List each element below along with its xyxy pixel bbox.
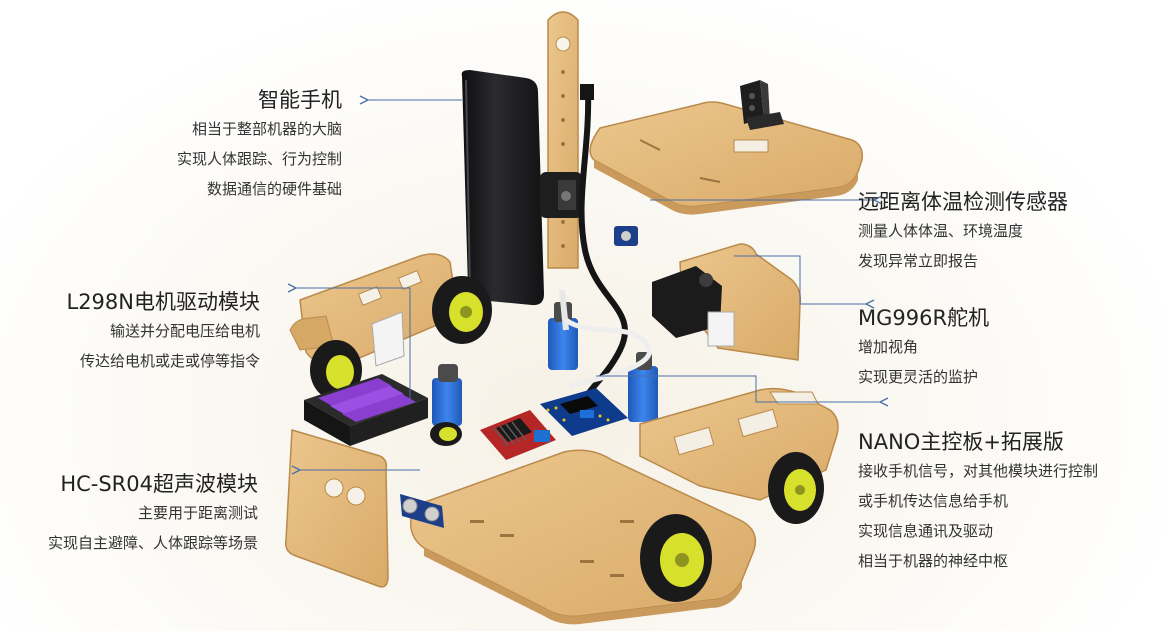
phone-mount-plank — [547, 11, 579, 269]
callout-phone-line-2: 实现人体跟踪、行为控制 — [176, 150, 342, 168]
top-plate — [589, 101, 864, 215]
callout-temp-sensor-line-1: 测量人体体温、环境温度 — [858, 222, 1024, 240]
callout-temp-sensor: 远距离体温检测传感器 测量人体体温、环境温度 发现异常立即报告 — [858, 188, 1068, 276]
callout-ultrasonic-line-1: 主要用于距离测试 — [137, 504, 258, 522]
callout-l298n-line-1: 输送并分配电压给电机 — [109, 322, 260, 340]
callout-servo-title: MG996R舵机 — [858, 306, 990, 330]
callout-ultrasonic-title: HC-SR04超声波模块 — [60, 472, 258, 496]
callout-temp-sensor-line-2: 发现异常立即报告 — [858, 252, 979, 270]
callout-phone-line-1: 相当于整部机器的大脑 — [191, 120, 342, 138]
callout-nano-title: NANO主控板+拓展版 — [858, 430, 1064, 454]
temperature-sensor-module — [614, 226, 638, 246]
center-motor-upper — [548, 289, 578, 370]
hc-sr04-sensor — [400, 494, 444, 528]
callout-ultrasonic-line-2: 实现自主避障、人体跟踪等场景 — [47, 534, 258, 552]
callout-ultrasonic: HC-SR04超声波模块 主要用于距离测试 实现自主避障、人体跟踪等场景 — [6, 470, 258, 558]
callout-phone: 智能手机 相当于整部机器的大脑 实现人体跟踪、行为控制 数据通信的硬件基础 — [130, 86, 342, 204]
callout-nano: NANO主控板+拓展版 接收手机信号，对其他模块进行控制 或手机传达信息给手机 … — [858, 428, 1098, 576]
temperature-sensor-bracket — [740, 80, 784, 130]
callout-phone-line-3: 数据通信的硬件基础 — [206, 180, 342, 198]
callout-servo-line-1: 增加视角 — [858, 338, 919, 356]
arrow-servo — [734, 255, 866, 304]
left-motor — [430, 364, 462, 446]
usb-cable — [564, 317, 652, 389]
left-side-plate — [371, 311, 405, 367]
callout-nano-line-1: 接收手机信号，对其他模块进行控制 — [858, 462, 1099, 480]
callout-servo: MG996R舵机 增加视角 实现更灵活的监护 — [858, 304, 989, 392]
front-plate — [284, 429, 389, 588]
callout-servo-line-2: 实现更灵活的监护 — [858, 368, 979, 386]
callout-phone-title: 智能手机 — [258, 88, 342, 112]
smartphone — [461, 70, 544, 306]
callout-arrows — [296, 100, 880, 470]
mg996r-servo — [652, 266, 735, 347]
right-front-wheel — [640, 514, 712, 602]
left-rear-wheel — [432, 276, 492, 344]
arrow-nano — [596, 375, 880, 402]
callout-nano-line-3: 实现信息通讯及驱动 — [858, 522, 994, 540]
right-rear-wheel — [768, 452, 824, 524]
l298n-module — [480, 410, 556, 460]
callout-temp-sensor-title: 远距离体温检测传感器 — [858, 190, 1068, 214]
arrow-l298n — [296, 288, 411, 404]
callout-nano-line-4: 相当于机器的神经中枢 — [858, 552, 1009, 570]
nano-board — [540, 388, 628, 436]
callout-l298n: L298N电机驱动模块 输送并分配电压给电机 传达给电机或走或停等指令 — [40, 288, 261, 376]
phone-clamp — [540, 172, 582, 218]
callout-l298n-title: L298N电机驱动模块 — [66, 290, 261, 314]
callout-l298n-line-2: 传达给电机或走或停等指令 — [79, 352, 260, 370]
battery-pack — [304, 374, 428, 446]
callout-nano-line-2: 或手机传达信息给手机 — [858, 492, 1009, 510]
